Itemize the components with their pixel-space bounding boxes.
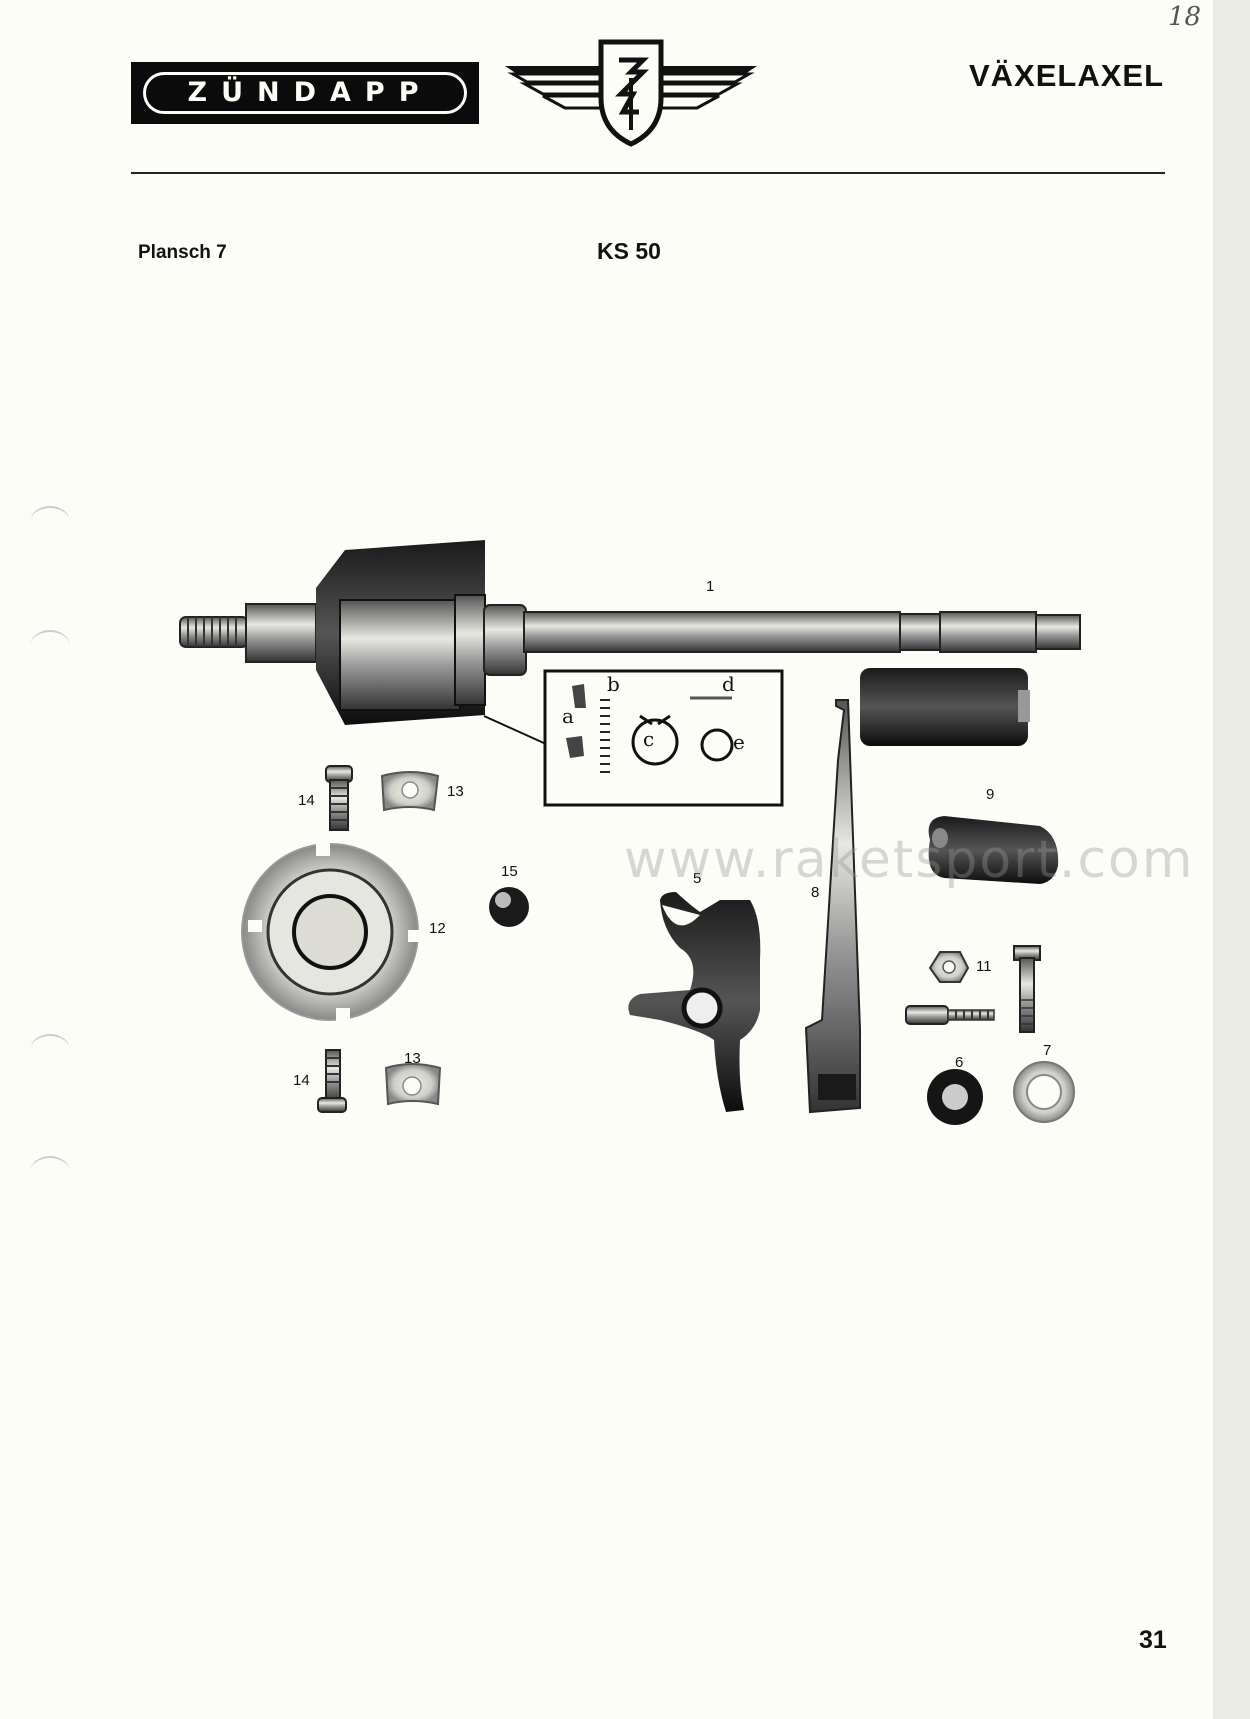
- kick-lever-part: [804, 668, 1030, 1114]
- seal-ring-part: [927, 1069, 983, 1125]
- ball-part: [489, 887, 529, 927]
- callout-15: 15: [501, 863, 518, 880]
- scan-edge: [1213, 0, 1250, 1719]
- page-number: 31: [1139, 1626, 1167, 1654]
- threaded-stud-part: [905, 1005, 995, 1025]
- callout-5: 5: [693, 870, 702, 887]
- inset-label-b: b: [607, 672, 620, 696]
- inset-label-c: c: [643, 727, 655, 751]
- brand-logo: ZÜNDAPP: [131, 62, 479, 124]
- punch-hole-mark: [30, 630, 70, 662]
- callout-13: 13: [447, 783, 464, 800]
- bolt-lower-part: [317, 1049, 347, 1113]
- hex-bolt-part: [1013, 945, 1041, 1033]
- inset-label-e: e: [733, 730, 745, 754]
- callout-7: 7: [1043, 1042, 1052, 1059]
- winged-emblem-icon: [505, 39, 757, 147]
- washer-part: [1013, 1061, 1075, 1123]
- bolt-part: [325, 765, 353, 831]
- callout-14: 14: [298, 792, 315, 809]
- callout-13-lower: 13: [404, 1050, 421, 1067]
- clip-plate-lower-part: [384, 1063, 442, 1106]
- model-label: KS 50: [597, 238, 661, 264]
- inset-label-d: d: [722, 672, 735, 696]
- callout-12: 12: [429, 920, 446, 937]
- shift-fork-part: [628, 892, 761, 1112]
- punch-hole-mark: [30, 1156, 70, 1188]
- watermark-text: www.raketsport.com: [624, 830, 1195, 890]
- plate-label: Plansch 7: [138, 242, 227, 263]
- brand-logo-text: ZÜNDAPP: [143, 72, 467, 114]
- gear-shaft-part: [179, 540, 1081, 725]
- callout-6: 6: [955, 1054, 964, 1071]
- callout-11: 11: [976, 958, 992, 975]
- handwritten-note: 18: [1168, 2, 1202, 32]
- nut-part: [928, 951, 970, 983]
- inset-label-a: a: [562, 704, 574, 728]
- rubber-grip-part: [928, 816, 1059, 884]
- header-rule: [131, 172, 1165, 174]
- callout-9: 9: [986, 786, 995, 803]
- page-title: VÄXELAXEL: [968, 58, 1164, 93]
- callout-8: 8: [811, 884, 820, 901]
- clip-plate-part: [380, 771, 440, 812]
- punch-hole-mark: [30, 1034, 70, 1066]
- punch-hole-mark: [30, 506, 70, 538]
- callout-14-lower: 14: [293, 1072, 310, 1089]
- small-parts-inset: [543, 669, 784, 807]
- callout-1: 1: [706, 578, 715, 595]
- detent-disc-part: [241, 842, 422, 1022]
